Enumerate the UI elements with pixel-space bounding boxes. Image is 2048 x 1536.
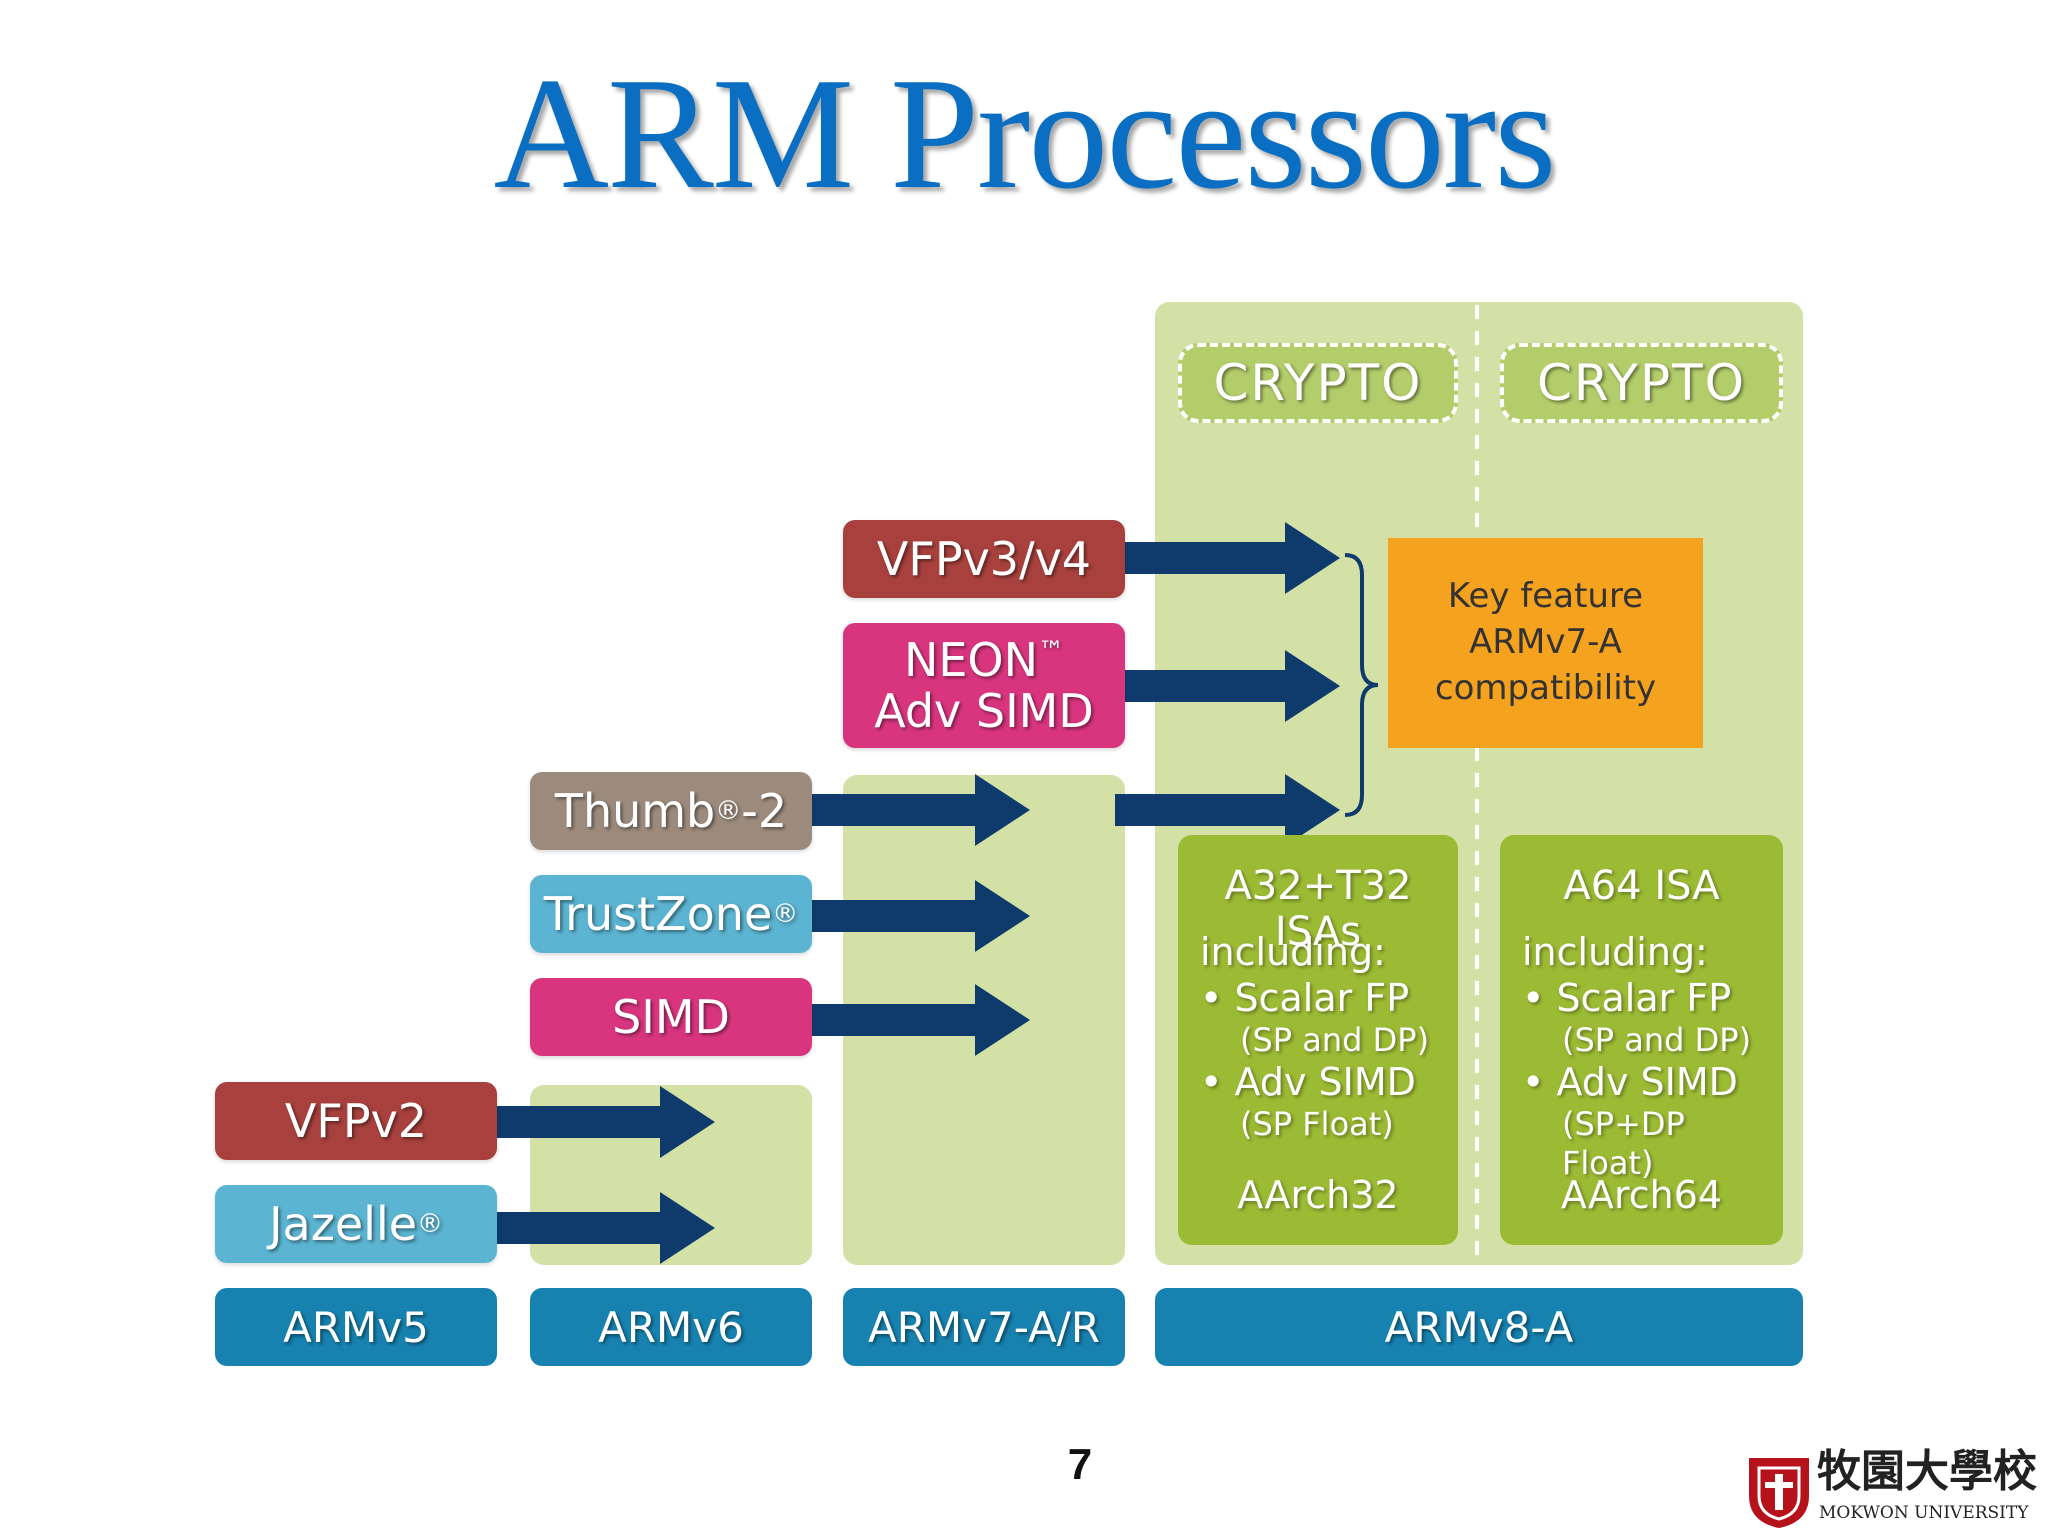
aarch64-details: including: • Scalar FP (SP and DP) • Adv…	[1522, 930, 1752, 1182]
university-name: 牧園大學校	[1817, 1446, 2037, 1497]
armv8-divider	[1475, 305, 1479, 1265]
arrow-vfpv3	[1115, 522, 1340, 594]
arrow-thumb2	[805, 774, 1030, 846]
aarch64-header: A64 ISA	[1563, 863, 1720, 909]
thumb2-label: Thumb®-2	[530, 772, 812, 850]
simd-label: SIMD	[530, 978, 812, 1056]
vfpv3-label: VFPv3/v4	[843, 520, 1125, 598]
arrow-simd	[805, 984, 1030, 1056]
aarch64-footer: AArch64	[1560, 1173, 1723, 1217]
university-logo: 牧園大學校 MOKWON UNIVERSITY	[1745, 1446, 2045, 1530]
arrow-thumb2-v8	[1115, 774, 1340, 846]
arrow-neon	[1115, 650, 1340, 722]
page-title: ARM Processors	[493, 44, 1557, 222]
university-subtitle: MOKWON UNIVERSITY	[1819, 1503, 2029, 1523]
arrow-trustzone	[805, 880, 1030, 952]
aarch32-details: including: • Scalar FP (SP and DP) • Adv…	[1200, 930, 1430, 1144]
university-emblem-icon	[1749, 1458, 1809, 1528]
neon-label: NEON™ Adv SIMD	[843, 623, 1125, 748]
trustzone-label: TrustZone®	[530, 875, 812, 953]
key-feature-box: Key feature ARMv7-A compatibility	[1388, 538, 1703, 748]
arrow-jazelle	[495, 1192, 715, 1264]
crypto-box-aarch32: CRYPTO	[1178, 343, 1458, 423]
arch-armv7: ARMv7-A/R	[843, 1288, 1125, 1366]
aarch32-box: A32+T32 ISAs including: • Scalar FP (SP …	[1178, 835, 1458, 1245]
arch-armv6: ARMv6	[530, 1288, 812, 1366]
jazelle-label: Jazelle®	[215, 1185, 497, 1263]
arch-armv5: ARMv5	[215, 1288, 497, 1366]
compat-brace	[1344, 553, 1379, 817]
arrow-vfpv2	[495, 1086, 715, 1158]
arch-armv8: ARMv8-A	[1155, 1288, 1803, 1366]
aarch32-header: A32+T32 ISAs	[1224, 863, 1412, 955]
crypto-box-aarch64: CRYPTO	[1500, 343, 1783, 423]
aarch64-box: A64 ISA including: • Scalar FP (SP and D…	[1500, 835, 1783, 1245]
page-number: 7	[1067, 1440, 1093, 1489]
aarch32-footer: AArch32	[1237, 1173, 1399, 1217]
vfpv2-label: VFPv2	[215, 1082, 497, 1160]
